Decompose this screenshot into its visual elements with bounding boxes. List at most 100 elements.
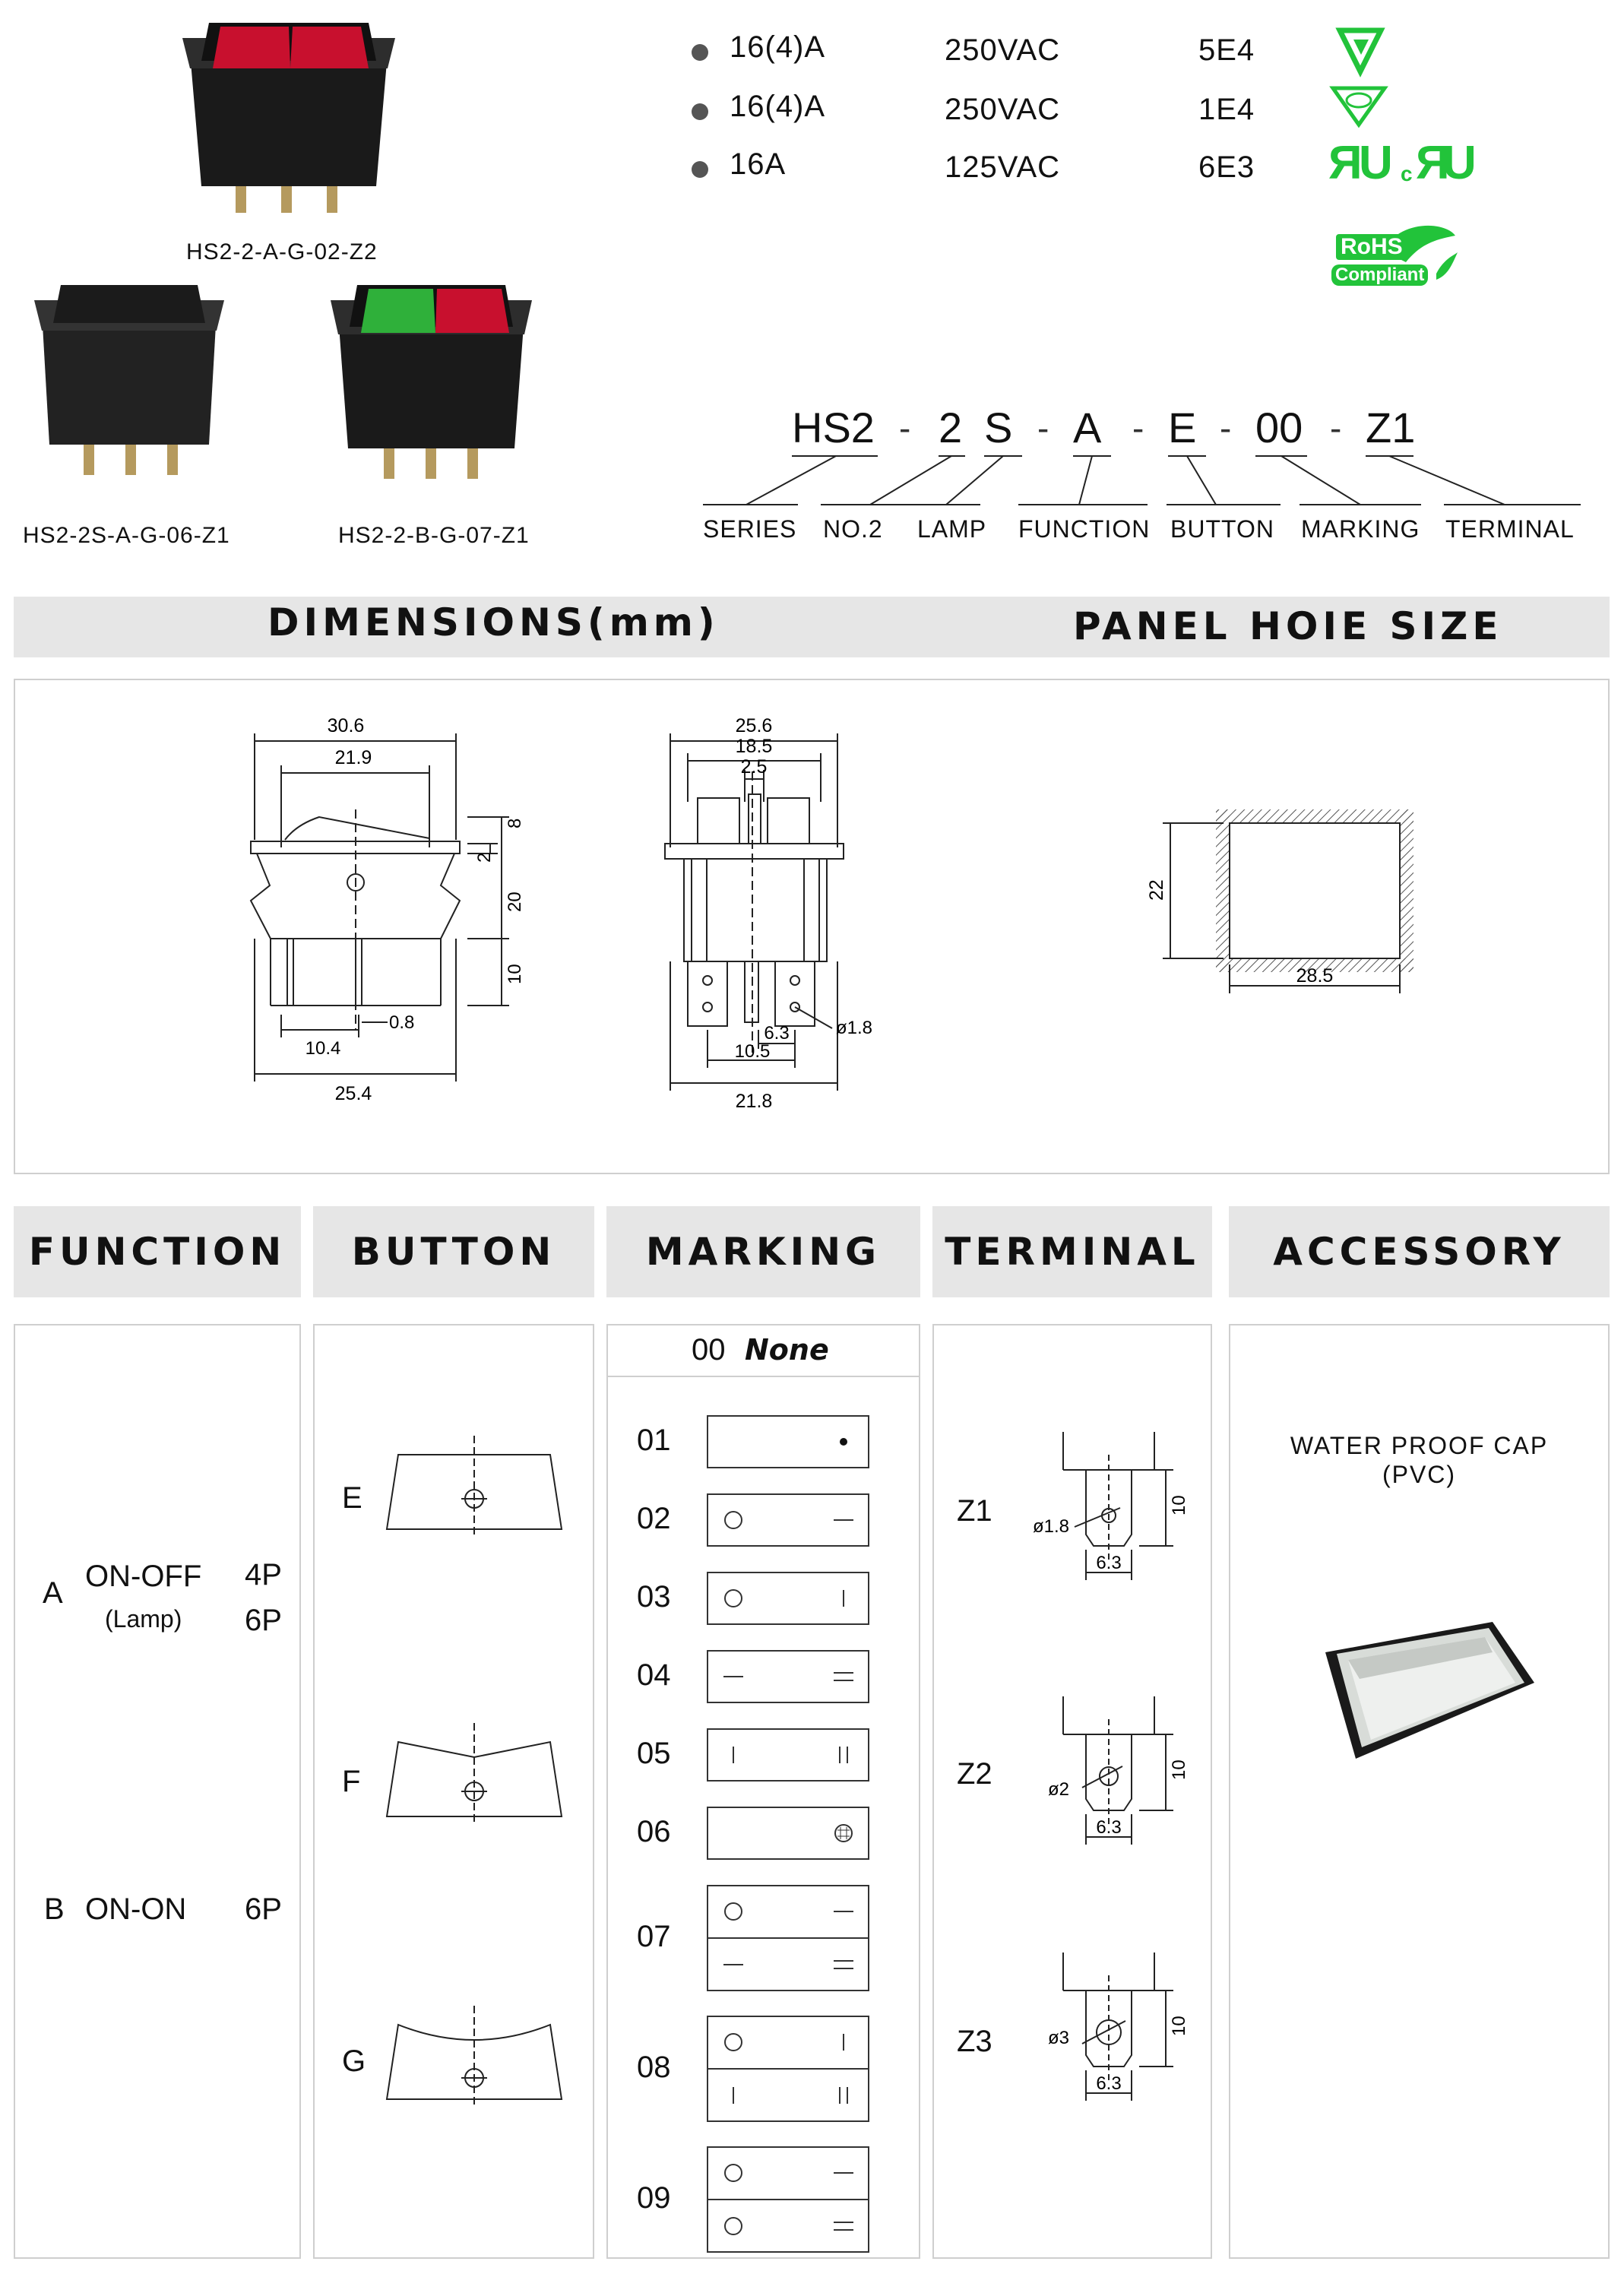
rating-current: 16A (730, 147, 787, 181)
side-view-drawing: 25.6 18.5 2.5 ø1.8 6.3 10.5 21.8 (664, 715, 872, 1112)
product-label-3: HS2-2-B-G-07-Z1 (338, 523, 530, 548)
terminal-z3-drawing: ø3 6.3 10 (1048, 1953, 1189, 2101)
marking-item: 03 (608, 1572, 919, 1625)
terminal-header: TERMINAL (932, 1206, 1212, 1297)
code-dash: - (899, 408, 911, 448)
marking-code: 05 (637, 1737, 671, 1770)
accessory-header: ACCESSORY (1229, 1206, 1610, 1297)
function-header: FUNCTION (14, 1206, 301, 1297)
code-dash: - (1037, 408, 1049, 448)
rating-voltage: 125VAC (945, 150, 1061, 184)
rohs-badge: RoHS Compliant (1330, 220, 1459, 296)
function-b-letter: B (44, 1892, 65, 1926)
panel-hole-drawing: 22 28.5 (1148, 809, 1413, 993)
marking-left-symbol (724, 1589, 742, 1607)
svg-text:c: c (1401, 162, 1413, 185)
code-marking: 00 (1255, 404, 1303, 451)
marking-left-symbol (724, 2217, 742, 2235)
rating-row: 16(4)A 250VAC 5E4 (692, 30, 1527, 76)
marking-symbol-box (707, 1728, 869, 1782)
code-function: A (1073, 404, 1102, 451)
function-a-pin-6p: 6P (245, 1604, 282, 1637)
marking-right-symbol (839, 1747, 848, 1763)
accessory-box: WATER PROOF CAP (PVC) (1229, 1324, 1610, 2259)
marking-code: 02 (637, 1502, 671, 1535)
rating-current: 16(4)A (730, 30, 826, 64)
rating-current: 16(4)A (730, 90, 826, 123)
function-a-sub: (Lamp) (105, 1605, 182, 1633)
marking-left-symbol (724, 1511, 742, 1529)
svg-text:U: U (1359, 137, 1393, 189)
bullet-icon (692, 103, 708, 120)
enec-triangle-icon (1335, 27, 1385, 78)
terminal-z1-height: 10 (1169, 1495, 1189, 1515)
marking-header: MARKING (606, 1206, 920, 1297)
marking-symbol-box (707, 2016, 869, 2122)
dim-side-width-top: 25.6 (736, 715, 773, 736)
button-e-label: E (342, 1481, 362, 1515)
marking-item: 01 (608, 1415, 919, 1468)
dim-front-button-width: 21.9 (335, 747, 372, 768)
marking-code: 04 (637, 1658, 671, 1692)
marking-symbol-box (707, 1650, 869, 1703)
dim-front-width-top: 30.6 (328, 715, 365, 736)
svg-text:Я: Я (1328, 137, 1363, 189)
marking-item: 04 (608, 1650, 919, 1703)
marking-code: 01 (637, 1424, 671, 1457)
terminal-z3-height: 10 (1169, 2016, 1189, 2036)
code-terminal: Z1 (1366, 404, 1416, 451)
marking-symbol-box (707, 1572, 869, 1625)
marking-code: 09 (637, 2181, 671, 2215)
button-box: E F G (313, 1324, 594, 2259)
marking-none-code: 00 (692, 1333, 726, 1367)
dim-front-h8: 8 (505, 819, 525, 828)
marking-code: 06 (637, 1815, 671, 1848)
rohs-top: RoHS (1336, 234, 1407, 260)
vde-triangle-icon (1329, 86, 1388, 128)
code-label-number: NO.2 (823, 515, 883, 543)
terminal-z1-width: 6.3 (1096, 1553, 1121, 1573)
marking-box: 00 None 01 02 03 04 05 06 07 08 09 (606, 1324, 920, 2259)
button-f-profile (385, 1723, 563, 1826)
marking-item: 07 (608, 1885, 919, 1991)
function-b-name: ON-ON (85, 1892, 187, 1926)
button-f-label: F (342, 1765, 361, 1798)
code-label-lamp: LAMP (917, 515, 987, 543)
marking-code: 08 (637, 2051, 671, 2084)
dim-side-terminal-105: 10.5 (735, 1041, 771, 1062)
marking-left-symbol (724, 2033, 742, 2051)
marking-left-symbol (724, 1902, 742, 1921)
svg-text:Я: Я (1416, 137, 1450, 189)
product-label-1: HS2-2-A-G-02-Z2 (186, 239, 378, 264)
dim-front-width-bottom: 25.4 (335, 1083, 372, 1104)
function-b-pin-6p: 6P (245, 1892, 282, 1926)
code-dash: - (1220, 408, 1232, 448)
marking-none-row: 00 None (608, 1325, 919, 1377)
marking-right-symbol (834, 1672, 853, 1681)
dim-panel-width: 28.5 (1296, 965, 1334, 987)
panel-hole-title: PANEL HOIE SIZE (1073, 604, 1503, 648)
button-g-profile (385, 2006, 563, 2108)
marking-right-symbol (834, 1960, 853, 1969)
marking-item: 09 (608, 2146, 919, 2253)
dim-side-width-2: 2.5 (741, 756, 768, 778)
marking-right-symbol (839, 2087, 848, 2104)
code-series: HS2 (792, 404, 875, 451)
code-button: E (1168, 404, 1197, 451)
product-photo-2 (34, 285, 224, 475)
dim-side-terminal-63: 6.3 (764, 1023, 789, 1044)
terminal-z2-drawing: ø2 6.3 10 (1048, 1696, 1189, 1845)
dim-front-pin-spacing: 10.4 (305, 1038, 341, 1059)
marking-code: 07 (637, 1920, 671, 1953)
rating-cycles: 6E3 (1198, 150, 1255, 184)
function-a-name: ON-OFF (85, 1560, 202, 1593)
rating-row: 16(4)A 250VAC 1E4 (692, 90, 1527, 135)
button-e-profile (385, 1436, 563, 1538)
rating-voltage: 250VAC (945, 33, 1061, 67)
code-label-button: BUTTON (1170, 515, 1274, 543)
rohs-bottom: Compliant (1331, 264, 1429, 286)
svg-text:U: U (1442, 137, 1477, 189)
terminal-z3-hole: ø3 (1048, 2028, 1069, 2048)
ul-cul-icon: Я U c Я U (1328, 137, 1477, 189)
button-header: BUTTON (313, 1206, 594, 1297)
